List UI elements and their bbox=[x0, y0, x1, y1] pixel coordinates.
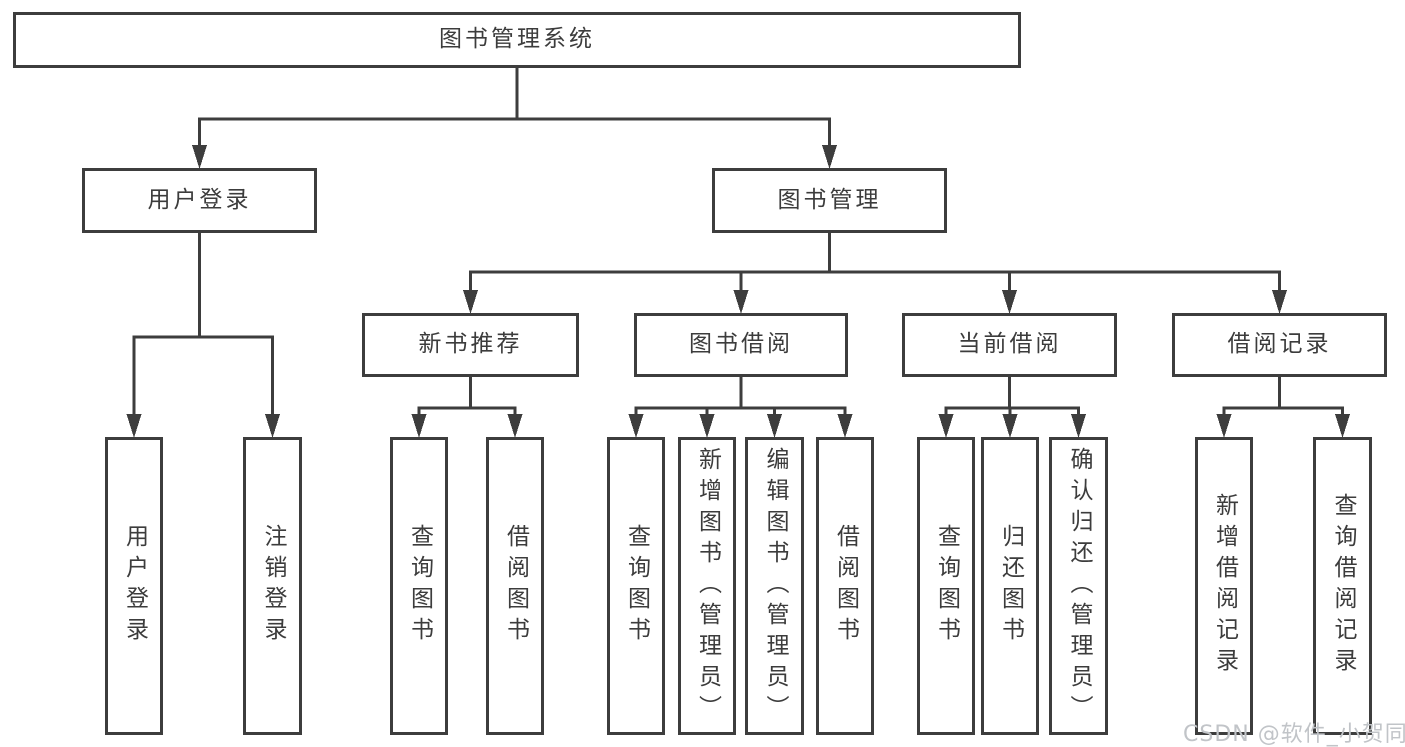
node-c4: 借阅图书 bbox=[816, 437, 874, 735]
watermark: CSDN @软件_小贺同学 bbox=[1183, 722, 1405, 747]
node-label-mgmt: 图书管理 bbox=[777, 186, 882, 213]
arrowhead-icon bbox=[1002, 414, 1018, 438]
node-label-c1: 查询图书 bbox=[623, 524, 650, 648]
node-borrow: 图书借阅 bbox=[634, 313, 848, 377]
node-label-a2: 注销登录 bbox=[260, 524, 286, 648]
node-d2: 归还图书 bbox=[981, 437, 1039, 735]
node-c3: 编辑图书（管理员） bbox=[745, 437, 804, 735]
node-label-b2: 借阅图书 bbox=[502, 524, 529, 648]
node-label-borrow: 图书借阅 bbox=[689, 331, 793, 358]
node-label-a1: 用户登录 bbox=[121, 524, 148, 648]
node-root: 图书管理系统 bbox=[13, 12, 1021, 68]
arrowhead-icon bbox=[628, 414, 644, 438]
arrowhead-icon bbox=[192, 145, 207, 169]
node-a1: 用户登录 bbox=[105, 437, 163, 735]
arrowhead-icon bbox=[265, 414, 280, 438]
node-label-e1: 新增借阅记录 bbox=[1211, 493, 1238, 679]
node-current: 当前借阅 bbox=[902, 313, 1117, 377]
arrowhead-icon bbox=[822, 145, 837, 169]
arrowhead-icon bbox=[767, 414, 782, 438]
node-mgmt: 图书管理 bbox=[712, 168, 947, 233]
arrowhead-icon bbox=[699, 414, 715, 438]
node-newrec: 新书推荐 bbox=[362, 313, 579, 377]
node-label-login: 用户登录 bbox=[147, 186, 252, 213]
node-a2: 注销登录 bbox=[243, 437, 302, 735]
node-label-current: 当前借阅 bbox=[957, 331, 1062, 358]
node-label-d2: 归还图书 bbox=[997, 524, 1024, 648]
node-label-d3: 确认归还（管理员） bbox=[1066, 446, 1092, 726]
arrowhead-icon bbox=[938, 414, 954, 438]
node-d3: 确认归还（管理员） bbox=[1049, 437, 1108, 735]
node-c1: 查询图书 bbox=[607, 437, 665, 735]
node-label-c4: 借阅图书 bbox=[832, 524, 859, 648]
node-label-c2: 新增图书（管理员） bbox=[694, 446, 721, 726]
arrowhead-icon bbox=[1216, 414, 1232, 438]
node-e1: 新增借阅记录 bbox=[1195, 437, 1253, 735]
arrowhead-icon bbox=[1335, 414, 1350, 438]
node-records: 借阅记录 bbox=[1172, 313, 1387, 377]
arrowhead-icon bbox=[837, 414, 853, 438]
arrowhead-icon bbox=[463, 290, 478, 314]
node-label-d1: 查询图书 bbox=[933, 524, 960, 648]
arrowhead-icon bbox=[1002, 290, 1017, 314]
node-d1: 查询图书 bbox=[917, 437, 975, 735]
node-login: 用户登录 bbox=[82, 168, 317, 233]
arrowhead-icon bbox=[1071, 414, 1086, 438]
node-b1: 查询图书 bbox=[390, 437, 448, 735]
arrowhead-icon bbox=[733, 290, 749, 314]
node-label-e2: 查询借阅记录 bbox=[1330, 493, 1356, 679]
node-e2: 查询借阅记录 bbox=[1313, 437, 1372, 735]
node-label-b1: 查询图书 bbox=[406, 524, 433, 648]
node-c2: 新增图书（管理员） bbox=[678, 437, 736, 735]
node-label-root: 图书管理系统 bbox=[439, 26, 595, 53]
node-label-newrec: 新书推荐 bbox=[418, 331, 523, 358]
node-b2: 借阅图书 bbox=[486, 437, 544, 735]
arrowhead-icon bbox=[126, 414, 142, 438]
node-label-records: 借阅记录 bbox=[1227, 331, 1332, 358]
arrowhead-icon bbox=[1272, 290, 1287, 314]
arrowhead-icon bbox=[411, 414, 427, 438]
node-label-c3: 编辑图书（管理员） bbox=[762, 446, 788, 726]
arrowhead-icon bbox=[507, 414, 523, 438]
